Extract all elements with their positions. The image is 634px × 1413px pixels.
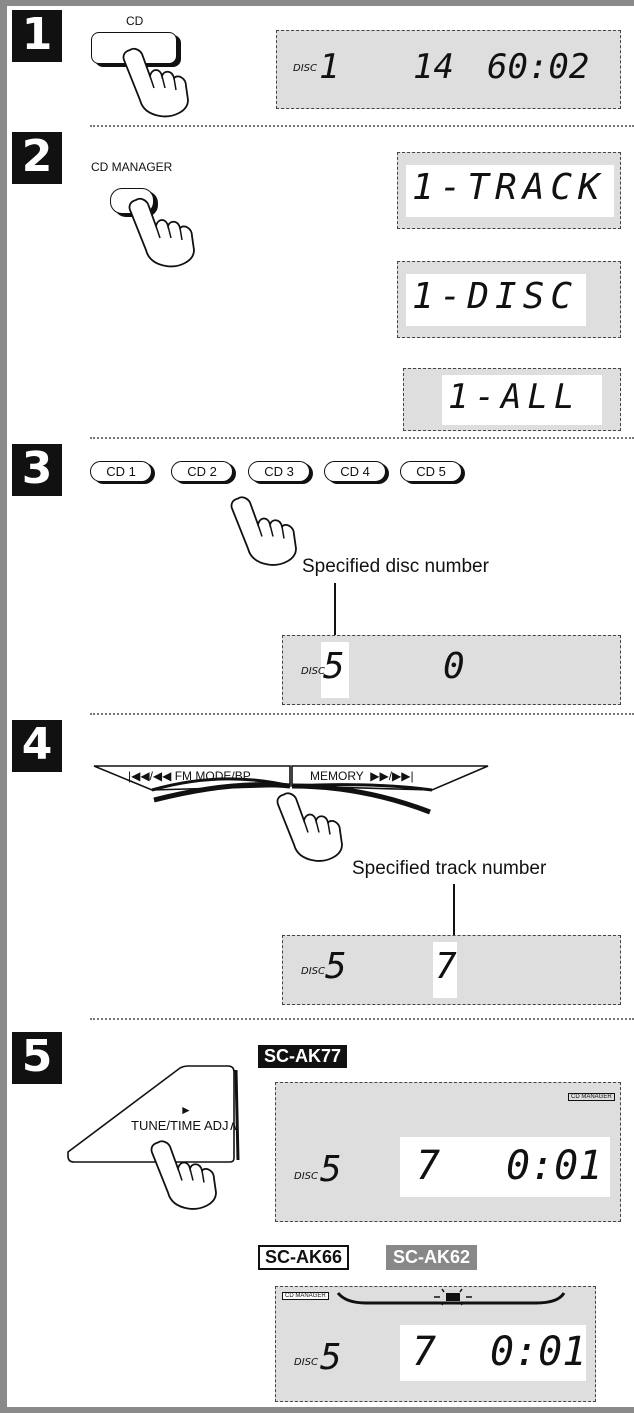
separator — [90, 125, 634, 127]
cd4-button[interactable]: CD 4 — [324, 461, 386, 482]
disc-number: 5 — [325, 946, 347, 987]
specified-track-caption: Specified track number — [352, 858, 547, 879]
disc-icon: DISC — [301, 666, 325, 677]
lcd-display-step4: DISC 5 7 — [282, 935, 621, 1005]
mode-all: 1-ALL — [448, 377, 581, 417]
separator — [90, 437, 634, 439]
lcd-display-disc: 1-DISC — [397, 261, 621, 338]
lcd-display-all: 1-ALL — [403, 368, 621, 431]
disc-icon: DISC — [301, 966, 325, 977]
step-number: 4 — [12, 720, 62, 772]
track-number: 7 — [435, 946, 457, 987]
mode-track: 1-TRACK — [412, 167, 606, 208]
memory-forward-label: MEMORY ▶▶/▶▶| — [310, 769, 414, 783]
cd5-button[interactable]: CD 5 — [400, 461, 462, 482]
cd-button-label: CD — [126, 14, 144, 28]
separator — [90, 713, 634, 715]
callout-line — [453, 884, 455, 944]
callout-line — [334, 583, 336, 645]
disc-number: 1 — [319, 47, 340, 87]
elapsed-time: 0:01 — [490, 1329, 587, 1375]
rewind-fm-mode-label: |◀◀/◀◀ FM MODE/BP — [128, 769, 251, 783]
step-number: 1 — [12, 10, 62, 62]
disc-number: 5 — [323, 646, 345, 687]
disc-icon: DISC — [294, 1171, 318, 1182]
separator — [90, 1018, 634, 1020]
elapsed-time: 0:01 — [506, 1143, 603, 1189]
lcd-display-step3: DISC 5 0 — [282, 635, 621, 705]
hand-pointer-icon — [230, 496, 297, 566]
cd-manager-indicator: CD MANAGER — [568, 1093, 615, 1101]
tune-time-adj-button[interactable] — [64, 1056, 244, 1166]
cd-manager-label: CD MANAGER — [91, 160, 173, 174]
tune-time-adj-label: TUNE/TIME ADJ∧ — [131, 1118, 239, 1133]
cd1-button[interactable]: CD 1 — [90, 461, 152, 482]
hand-pointer-icon — [150, 1140, 217, 1210]
step-number: 5 — [12, 1032, 62, 1084]
hand-pointer-icon — [122, 47, 189, 118]
step-number: 2 — [12, 132, 62, 184]
cd3-button[interactable]: CD 3 — [248, 461, 310, 482]
specified-disc-caption: Specified disc number — [302, 556, 489, 577]
disc-indicator-arc — [336, 1288, 566, 1306]
lcd-display-ak66: CD MANAGER DISC 5 7 0:01 — [275, 1286, 596, 1402]
lcd-display-step1: DISC 1 14 60:02 — [276, 30, 621, 109]
lcd-display-track: 1-TRACK — [397, 152, 621, 229]
top-border — [0, 0, 634, 6]
model-badge-ak66: SC-AK66 — [258, 1245, 350, 1270]
track-number: 7 — [412, 1329, 437, 1375]
step-number: 3 — [12, 444, 62, 496]
hand-pointer-icon — [276, 792, 343, 862]
play-arrow-icon: ► — [180, 1103, 192, 1117]
model-badge-ak77: SC-AK77 — [258, 1045, 348, 1068]
total-time: 60:02 — [487, 47, 590, 87]
bottom-border — [0, 1407, 634, 1413]
skip-rocker-button[interactable] — [92, 760, 492, 824]
track-number: 0 — [443, 646, 465, 687]
disc-number: 5 — [320, 1337, 342, 1378]
left-border — [0, 0, 7, 1413]
cd2-button[interactable]: CD 2 — [171, 461, 233, 482]
mode-disc: 1-DISC — [412, 276, 579, 317]
disc-icon: DISC — [293, 63, 317, 74]
model-badge-ak62: SC-AK62 — [386, 1245, 478, 1270]
disc-icon: DISC — [294, 1357, 318, 1368]
hand-pointer-icon — [128, 197, 195, 268]
track-number: 7 — [416, 1143, 441, 1189]
lcd-display-ak77: CD MANAGER DISC 5 7 0:01 — [275, 1082, 621, 1222]
track-count: 14 — [413, 47, 454, 87]
cd-manager-indicator: CD MANAGER — [282, 1292, 329, 1300]
disc-number: 5 — [320, 1149, 342, 1190]
